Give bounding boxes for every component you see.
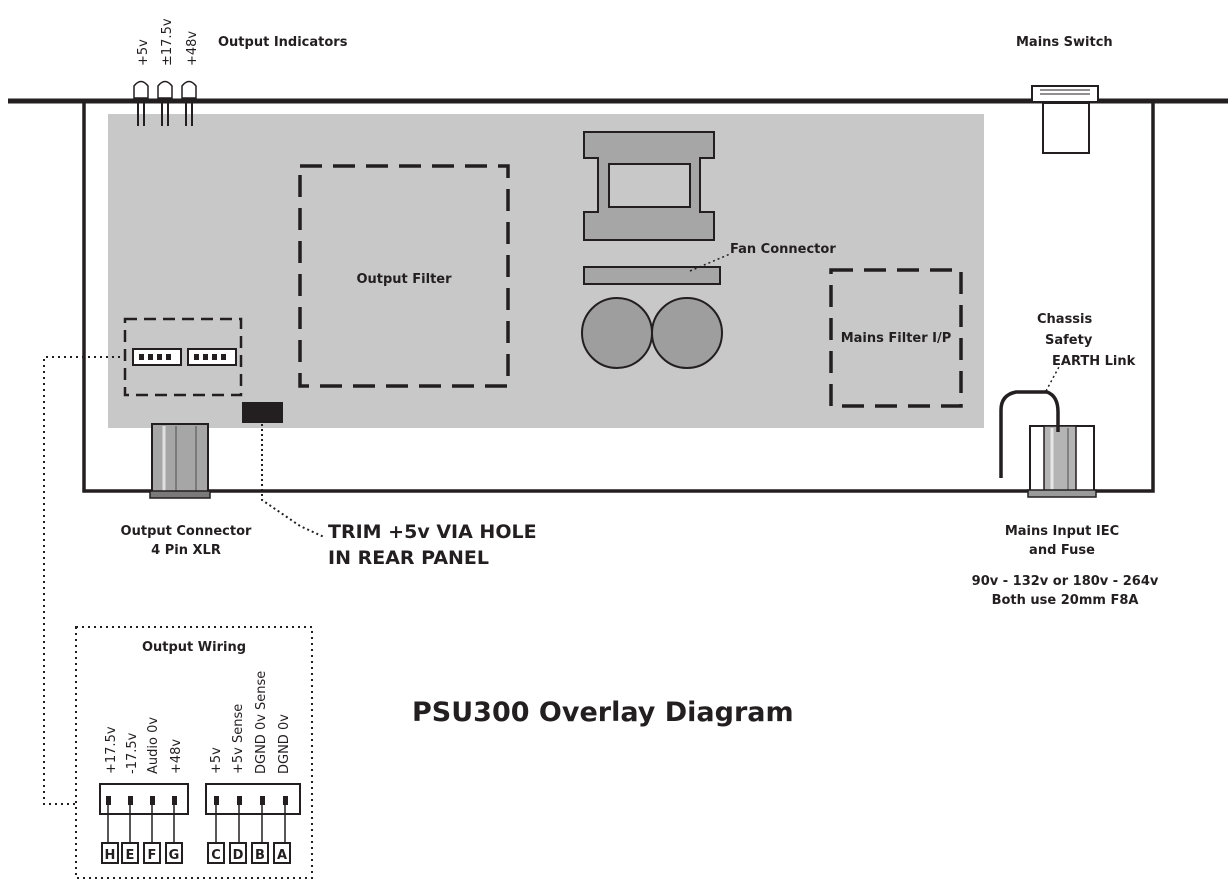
pin-boxes [101, 842, 291, 864]
wiring-signal-1: +17.5v [104, 726, 119, 774]
mains-switch: Mains Switch [1016, 35, 1113, 154]
chassis-outline [82, 103, 1155, 493]
output-indicators-label: Output Indicators [218, 35, 348, 50]
wiring-signal-5: +5v [209, 747, 224, 774]
pin-label-h: H [105, 848, 116, 863]
led-48v [181, 80, 197, 126]
output-connector-label-1: Output Connector [121, 524, 252, 539]
xlr-connector: Output Connector 4 Pin XLR [121, 423, 252, 558]
wiring-signal-3: Audio 0v [146, 717, 161, 774]
fan-connector: Fan Connector [583, 242, 836, 285]
trim-note-line-2: IN REAR PANEL [328, 547, 489, 569]
mains-filter: Mains Filter I/P [829, 268, 963, 408]
output-indicators: +5v ±17.5v +48v Output Indicators [133, 18, 348, 126]
mains-voltage-label-1: 90v - 132v or 180v - 264v [972, 574, 1159, 589]
pin-label-d: D [233, 848, 244, 863]
pin-label-g: G [169, 848, 180, 863]
mains-iec-input [1027, 425, 1097, 498]
fan-connector-label: Fan Connector [730, 242, 836, 257]
trim-leader [261, 424, 325, 538]
wiring-signal-6: +5v Sense [231, 704, 246, 774]
chassis-earth-label-3: EARTH Link [1052, 354, 1136, 369]
pin-label-a: A [277, 848, 287, 863]
mains-input-label-1: Mains Input IEC [1005, 524, 1119, 539]
pin-label-c: C [211, 848, 221, 863]
mains-filter-label: Mains Filter I/P [841, 331, 952, 346]
capacitor-right [651, 297, 723, 369]
mains-voltage-label-2: Both use 20mm F8A [992, 593, 1139, 608]
mains-input-label-2: and Fuse [1029, 543, 1095, 558]
output-filter-label: Output Filter [356, 272, 452, 287]
pin-label-f: F [148, 848, 157, 863]
chassis-earth-label-1: Chassis [1037, 312, 1092, 327]
output-filter: Output Filter [298, 164, 510, 388]
mains-switch-label: Mains Switch [1016, 35, 1113, 50]
output-wiring: Output Wiring +17.5v -17.5v Audio 0v +48… [75, 626, 313, 879]
pin-label-b: B [255, 848, 265, 863]
led-17-5v [157, 80, 173, 126]
wiring-signal-8: DGND 0v [277, 714, 292, 774]
wiring-signal-7: DGND 0v Sense [254, 671, 269, 774]
earth-link-wire [999, 390, 1060, 478]
trim-note-line-1: TRIM +5v VIA HOLE [328, 521, 537, 543]
wiring-signal-2: -17.5v [125, 732, 140, 774]
chassis [8, 98, 1228, 493]
capacitor-left [581, 297, 653, 369]
wiring-signal-4: +48v [169, 739, 184, 774]
indicator-label-5v: +5v [136, 39, 151, 66]
diagram-title: PSU300 Overlay Diagram [412, 697, 794, 728]
output-connector-label-2: 4 Pin XLR [151, 543, 221, 558]
indicator-label-48v: +48v [185, 31, 200, 66]
transformer [583, 131, 715, 241]
pin-label-e: E [126, 848, 135, 863]
chassis-earth-label-2: Safety [1045, 333, 1093, 348]
indicator-label-17-5v: ±17.5v [160, 18, 175, 66]
trim-pot [242, 402, 283, 423]
capacitors [581, 297, 723, 369]
led-5v [133, 80, 149, 126]
output-wiring-label: Output Wiring [142, 640, 246, 655]
